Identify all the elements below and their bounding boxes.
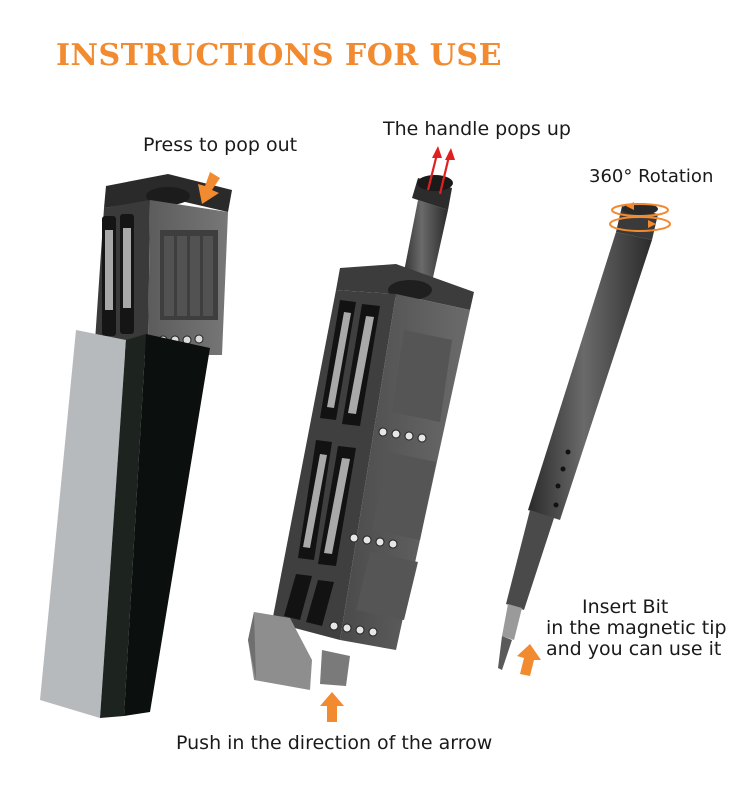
rotation-orange-icon bbox=[609, 202, 671, 232]
page-title: INSTRUCTIONS FOR USE bbox=[56, 38, 502, 73]
screwdriver-handle bbox=[498, 202, 671, 676]
arrow-up-orange-icon bbox=[517, 644, 541, 676]
insert-bit-label: Insert Bit in the magnetic tip and you c… bbox=[546, 597, 746, 660]
insert-bit-line-2: in the magnetic tip bbox=[546, 617, 727, 639]
press-to-pop-out-label: Press to pop out bbox=[143, 134, 298, 156]
insert-bit-line-1: Insert Bit bbox=[582, 596, 669, 618]
case-with-bit-holder bbox=[40, 172, 232, 718]
arrows-up-red-icon bbox=[426, 146, 455, 195]
handle-pops-up-label: The handle pops up bbox=[383, 118, 571, 140]
arrow-down-orange-icon bbox=[198, 172, 220, 204]
arrow-up-orange-icon bbox=[320, 692, 344, 722]
rotation-label: 360° Rotation bbox=[589, 166, 714, 187]
insert-bit-line-3: and you can use it bbox=[546, 638, 722, 660]
bit-holder-with-handle bbox=[248, 146, 474, 722]
push-direction-label: Push in the direction of the arrow bbox=[176, 732, 493, 754]
